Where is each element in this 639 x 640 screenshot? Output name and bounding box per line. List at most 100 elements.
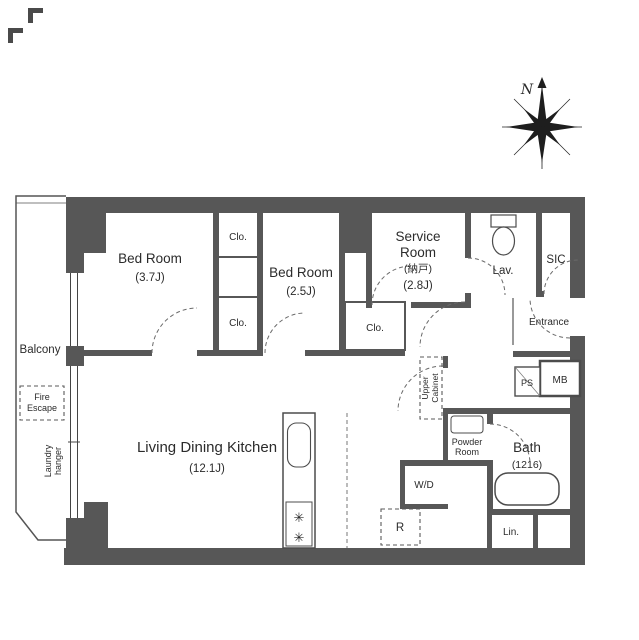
balcony-outline — [15, 195, 66, 541]
door-swing-arc — [397, 365, 444, 412]
sic-label: SIC — [546, 254, 565, 266]
laundry-hanger-label-line2: hanger — [53, 447, 63, 475]
wall-segment — [66, 518, 84, 550]
wall-segment — [213, 213, 219, 356]
compass-point-icon — [523, 108, 542, 127]
compass-point-icon — [542, 127, 561, 146]
wall-segment — [536, 291, 544, 297]
wall-segment — [257, 213, 263, 356]
compass-point-icon — [537, 127, 547, 163]
stove-icon — [285, 501, 313, 547]
door-swing-arc — [151, 307, 198, 354]
bath-label: Bath — [513, 440, 541, 455]
service-room-sublabel: (納戸) — [404, 262, 432, 275]
toilet-tank-icon — [490, 214, 517, 228]
wall-segment — [66, 197, 84, 273]
windows — [66, 273, 84, 518]
service-closet-outline — [344, 301, 406, 351]
wall-segment — [339, 213, 345, 356]
corner-trim-marks — [8, 8, 43, 43]
ps-label: PS — [521, 378, 533, 388]
wall-segment — [411, 302, 471, 308]
compass-point-icon — [506, 122, 542, 132]
partitions-fixtures: ✳ ✳ — [219, 214, 582, 549]
wall-segment — [513, 351, 570, 357]
wall-segment — [570, 213, 585, 298]
powder-room-label-line2: Room — [455, 447, 479, 457]
wall-pillar — [84, 502, 108, 548]
upper-cabinet-label-line1: Upper — [420, 376, 430, 399]
compass-rose: N — [502, 77, 582, 169]
wall-segment — [487, 464, 493, 515]
north-label: N — [520, 82, 534, 98]
wash-basin-icon — [450, 415, 484, 434]
upper-cabinet-label-line2: Cabinet — [430, 373, 440, 403]
pipe-space-diagonal — [514, 366, 541, 397]
door-swing-arc — [371, 265, 412, 306]
wall-segment — [487, 414, 493, 424]
ldk-label: Living Dining Kitchen — [137, 439, 277, 456]
wall-segment — [536, 213, 542, 297]
wall-pillar — [345, 213, 372, 253]
wall-segment — [576, 291, 585, 297]
washer-dryer-label: W/D — [414, 480, 433, 491]
wall-segment — [66, 346, 84, 366]
door-swing-arc — [529, 297, 571, 339]
wall-segment — [345, 350, 405, 356]
wall-segment — [533, 515, 538, 548]
wall-segment — [197, 350, 263, 356]
wall-segment — [487, 509, 570, 515]
window-opening — [66, 273, 84, 346]
door-swing-arc — [467, 257, 506, 296]
ldk-size: (12.1J) — [189, 463, 225, 475]
wall-segment — [443, 414, 448, 460]
toilet-icon — [491, 226, 516, 256]
bedroom1-label: Bed Room — [118, 251, 182, 266]
service-room-label-line1: Service — [395, 229, 440, 244]
service-room-size: (2.8J) — [403, 280, 433, 292]
wall-pillar — [84, 213, 106, 253]
lav-label: Lav. — [493, 265, 514, 277]
wall-segment — [400, 460, 493, 466]
service-room-label-line2: Room — [400, 245, 436, 260]
fire-escape-hatch — [19, 385, 65, 421]
refrigerator-label: R — [396, 522, 404, 534]
refrigerator-space-outline — [380, 508, 421, 546]
powder-room-label-line1: Powder — [452, 437, 483, 447]
wall-segment — [305, 350, 345, 356]
compass-point-icon — [523, 127, 542, 146]
wall-segment — [84, 197, 585, 213]
compass-point-icon — [537, 85, 547, 127]
door-swing-arc — [264, 312, 306, 354]
balcony-label: Balcony — [20, 344, 61, 356]
trim-mark-icon — [8, 28, 23, 43]
stove-burner-icon: ✳ — [294, 530, 305, 545]
trim-mark-icon — [28, 8, 43, 23]
wall-segment — [443, 356, 448, 368]
bath-size: (1216) — [512, 459, 542, 471]
labels: Bed Room (3.7J) Bed Room (2.5J) Service … — [20, 229, 570, 538]
linen-label: Lin. — [503, 527, 519, 538]
compass-point-icon — [542, 108, 561, 127]
kitchen-sink-icon — [286, 422, 312, 468]
wall-segment — [366, 253, 372, 308]
wall-segment — [400, 466, 405, 504]
door-swings — [151, 257, 579, 465]
wall-segment — [465, 293, 471, 302]
compass-point-icon — [542, 122, 578, 132]
wall-segment — [84, 350, 152, 356]
bedroom2-size: (2.5J) — [286, 286, 316, 298]
meter-box — [538, 359, 582, 398]
door-swing-arc — [419, 301, 466, 348]
closet-bottom-label: Clo. — [229, 318, 247, 329]
entrance-label: Entrance — [529, 317, 569, 328]
closet-service-label: Clo. — [366, 323, 384, 334]
mb-label: MB — [553, 375, 568, 386]
north-arrow-icon — [537, 77, 547, 88]
wall-segment — [487, 515, 492, 548]
wall-segment — [465, 213, 471, 258]
wall-segment — [443, 408, 570, 414]
closet-top-label: Clo. — [229, 232, 247, 243]
